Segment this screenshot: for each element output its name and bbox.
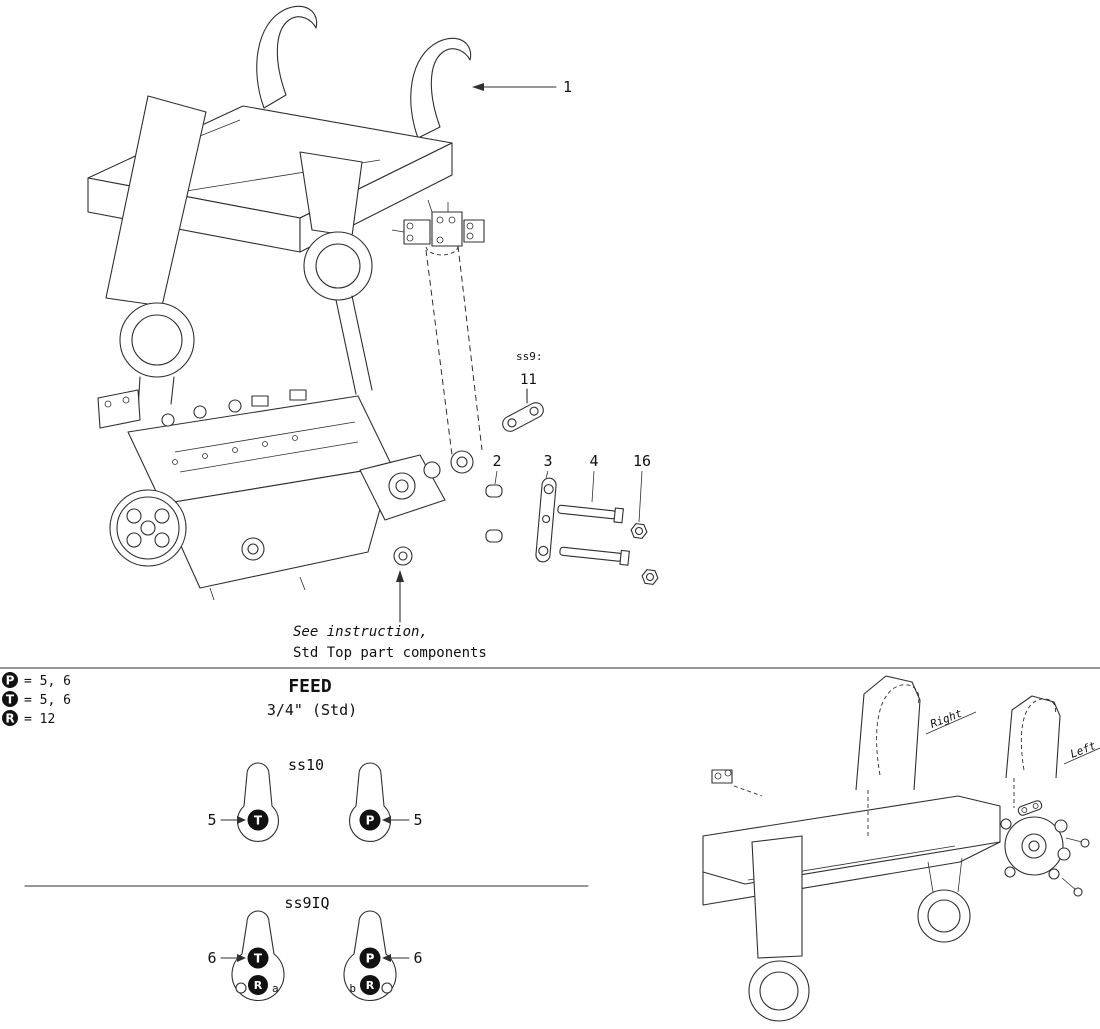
mid-eye-outer: [303, 231, 373, 301]
rear-right-label: Right: [928, 707, 964, 731]
part-4-bolts: [557, 504, 630, 566]
ss9iq-label: ss9IQ: [284, 894, 329, 912]
rear-left-eye: [748, 960, 810, 1022]
hydraulic-cylinder: [425, 236, 483, 474]
legend-r-symbol: R: [5, 712, 14, 726]
ss10-left-number: 5: [207, 811, 216, 829]
top-hook-left: [256, 5, 318, 109]
callout-16-label: 16: [633, 452, 651, 470]
instruction-note: See instruction, Std Top part components: [293, 570, 487, 661]
banjo-port: [393, 546, 413, 566]
feed-section: FEED 3/4" (Std): [267, 676, 357, 719]
rear-view-drawing: Right Left: [702, 675, 1100, 1022]
ss10-fitting-t: T: [237, 762, 279, 843]
ss10-right-port-letter: P: [366, 814, 375, 828]
callout-1: 1: [472, 78, 572, 96]
ss9iq-section: ss9IQ T R a 6 P R b 6: [207, 894, 423, 1001]
legend-t-value: = 5, 6: [24, 693, 71, 708]
ss10-section: ss10 T 5 P 5: [207, 756, 423, 843]
ss9iq-left-number: 6: [207, 949, 216, 967]
ss9iq-left-sub-port-letter: R: [254, 979, 263, 992]
ss10-fitting-p: P: [349, 762, 391, 843]
legend-r-value: = 12: [24, 712, 55, 727]
ss9iq-left-port-letter: T: [254, 952, 263, 966]
callout-11-label: 11: [520, 372, 537, 388]
rear-valve-assembly: [1000, 800, 1090, 897]
part-2-spacers: [485, 484, 503, 543]
callout-1-label: 1: [563, 78, 572, 96]
top-hook-right: [410, 37, 472, 139]
ss10-label: ss10: [288, 756, 324, 774]
callout-2-label: 2: [492, 452, 501, 470]
legend-p-symbol: P: [6, 674, 15, 688]
port-legend: P = 5, 6 T = 5, 6 R = 12: [2, 672, 71, 727]
ss9iq-right-sub-port-letter: R: [366, 979, 375, 992]
callout-4-label: 4: [589, 452, 598, 470]
ss9iq-left-tag: a: [272, 982, 279, 995]
feed-title: FEED: [288, 676, 332, 697]
part-11-gasket: ss9: 11: [502, 350, 544, 432]
left-eye-inner: [131, 314, 183, 366]
ss9iq-right-tag: b: [349, 982, 356, 995]
left-bracket: [97, 389, 141, 429]
rear-mid-eye: [917, 889, 971, 943]
part-16-nuts: [630, 523, 659, 585]
instruction-line-2: Std Top part components: [293, 645, 487, 661]
main-assembly-drawing: 1 ss9: 11 2 3 4 16: [87, 5, 659, 661]
mid-eye-inner: [315, 243, 361, 289]
part-3-link: [535, 477, 557, 563]
feed-size: 3/4" (Std): [267, 701, 357, 719]
callout-3-label: 3: [543, 452, 552, 470]
legend-t-symbol: T: [6, 693, 15, 707]
valve-block-lower: [161, 465, 393, 589]
legend-p-value: = 5, 6: [24, 674, 71, 689]
ss9-label: ss9:: [516, 350, 543, 363]
ss10-right-number: 5: [413, 811, 422, 829]
instruction-line-1: See instruction,: [293, 624, 428, 640]
ss9iq-fitting-t: T R a: [231, 910, 285, 1001]
ss10-left-port-letter: T: [254, 814, 263, 828]
ss9iq-right-number: 6: [413, 949, 422, 967]
rear-left-label: Left: [1068, 739, 1098, 761]
left-eye-outer: [119, 302, 195, 378]
top-bracket: [391, 199, 485, 247]
multi-port-flange: [109, 489, 187, 567]
ss9iq-fitting-p: P R b: [343, 910, 397, 1001]
ss9iq-right-port-letter: P: [366, 952, 375, 966]
